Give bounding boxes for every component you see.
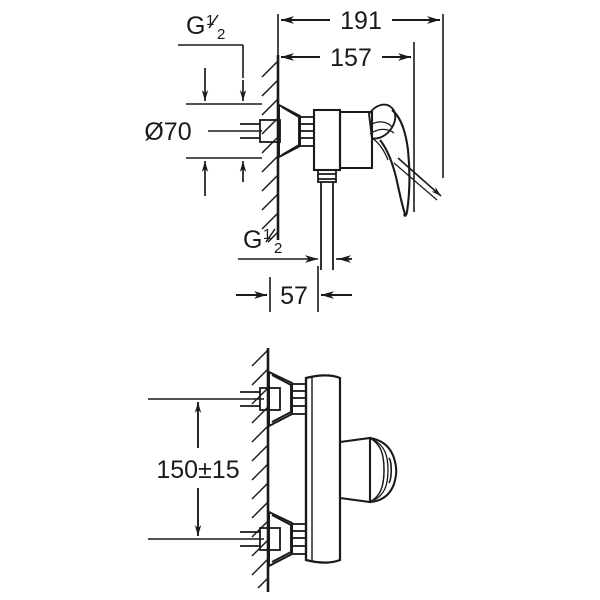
lever-hub	[368, 103, 397, 140]
outlet-pipe	[317, 169, 337, 270]
mixer-body-front	[304, 374, 342, 564]
side-elevation-view: 191 157 Ø70	[144, 7, 444, 312]
dim-d70-label: Ø70	[144, 118, 191, 146]
dim-191: 191	[277, 7, 444, 178]
escutcheon-cone	[278, 103, 301, 159]
front-elevation-view: 150±15	[148, 348, 398, 592]
dim-150-label: 150±15	[156, 456, 239, 484]
thread-lower-denominator: 2	[274, 240, 282, 257]
lever-handle-front	[338, 436, 398, 504]
connection-collar	[299, 116, 315, 147]
dim-191-label: 191	[340, 7, 382, 35]
dim-157: 157	[281, 42, 415, 212]
dim-157-label: 157	[330, 44, 372, 72]
thread-callout-upper: G 1 2	[178, 12, 244, 78]
thread-upper-numerator: 1	[206, 12, 214, 29]
thread-lower-prefix: G	[243, 226, 262, 254]
mixer-body	[312, 108, 374, 172]
wall-hatch	[261, 60, 279, 243]
dim-150: 150±15	[148, 398, 264, 540]
dim-d70: Ø70	[144, 68, 262, 196]
wall-hatch-front	[251, 349, 269, 589]
lever-handle	[371, 109, 411, 217]
connection-collar-lower	[291, 523, 307, 555]
dim-57-label: 57	[280, 282, 308, 310]
thread-lower-numerator: 1	[263, 226, 271, 243]
thread-upper-denominator: 2	[217, 26, 225, 43]
dim-191-tip-pointer	[393, 157, 442, 201]
thread-callout-lower: G 1 2	[238, 226, 352, 263]
wall-section	[261, 55, 280, 243]
dim-57: 57	[236, 266, 352, 312]
connection-collar-upper	[291, 383, 307, 415]
wall-section-front	[251, 348, 270, 592]
thread-upper-prefix: G	[186, 12, 205, 40]
